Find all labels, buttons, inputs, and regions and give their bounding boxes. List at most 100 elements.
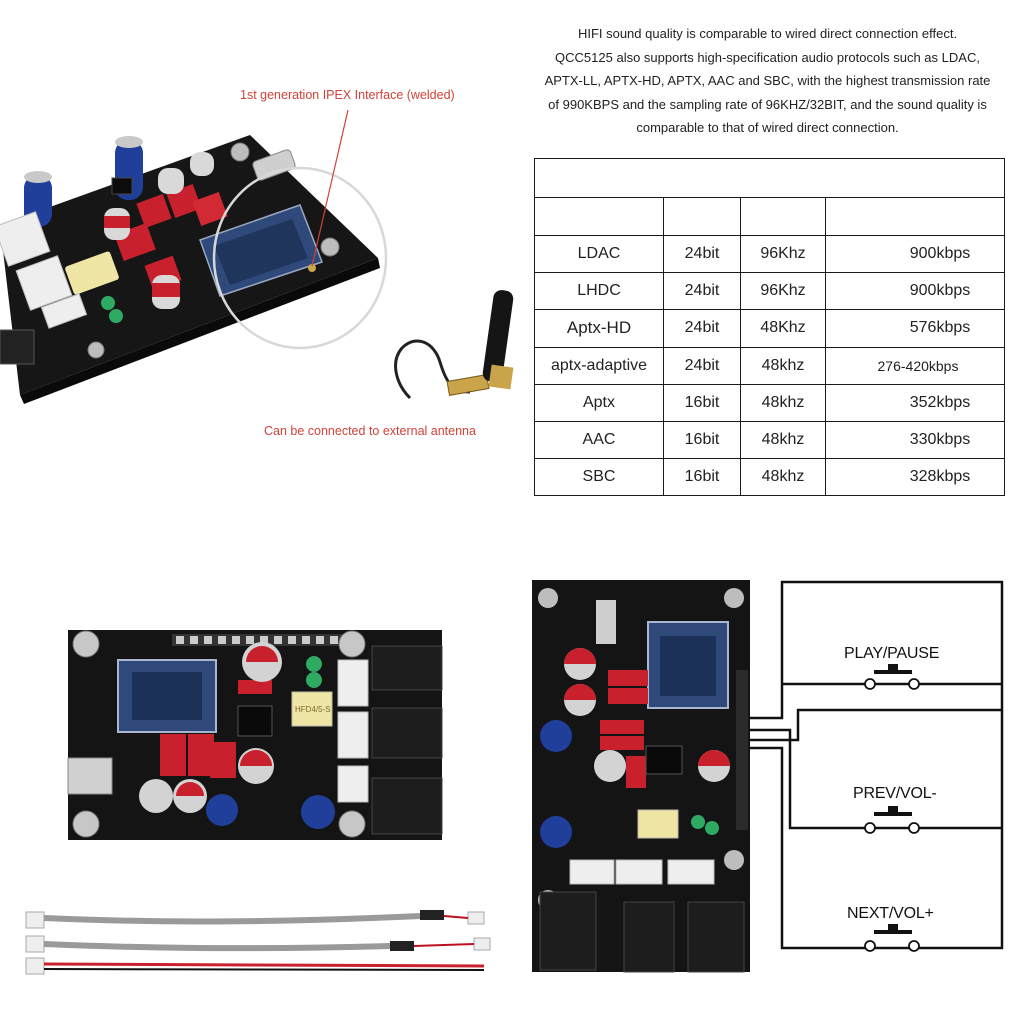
relay bbox=[291, 691, 333, 727]
ic-chip bbox=[237, 705, 273, 737]
film-capacitor bbox=[608, 688, 648, 704]
audio-jack bbox=[371, 707, 443, 759]
bits-cell: 16bit bbox=[663, 457, 741, 497]
bitrate-cell: 276-420kbps bbox=[825, 346, 1005, 385]
pcb-edge bbox=[20, 258, 380, 404]
codec-cell: LDAC bbox=[534, 235, 664, 274]
bitrate-cell: 328kbps bbox=[825, 457, 1005, 497]
white-connector bbox=[615, 859, 663, 885]
mount-screw bbox=[72, 810, 100, 838]
electrolytic-capacitor bbox=[301, 795, 335, 829]
grey-cable bbox=[25, 910, 485, 929]
bitrate-cell: 330kbps bbox=[825, 420, 1005, 459]
film-capacitor bbox=[600, 736, 644, 750]
pcb-board bbox=[0, 135, 378, 395]
codec-cell: AAC bbox=[534, 420, 664, 459]
relay bbox=[65, 251, 119, 295]
description-line: QCC5125 also supports high-specification… bbox=[555, 49, 980, 65]
grey-cable bbox=[25, 935, 491, 953]
white-connector bbox=[40, 293, 88, 329]
table-title-row bbox=[534, 157, 1005, 199]
film-capacitor bbox=[160, 734, 186, 776]
table-row: AAC 16bit 48khz 330kbps bbox=[534, 420, 1005, 459]
ic-chip bbox=[111, 177, 133, 195]
bitrate-cell: 576kbps bbox=[825, 309, 1005, 348]
electrolytic-capacitor bbox=[206, 794, 238, 826]
white-connector bbox=[337, 659, 369, 707]
antenna-icon bbox=[482, 290, 514, 382]
white-connector bbox=[569, 859, 615, 885]
table-header-cell bbox=[825, 197, 1005, 237]
play-pause-label: PLAY/PAUSE bbox=[844, 645, 940, 662]
ic-chip bbox=[645, 745, 683, 775]
mount-hole bbox=[230, 142, 250, 162]
led bbox=[691, 815, 705, 829]
description-text: HIFI sound quality is comparable to wire… bbox=[520, 22, 1015, 140]
bitrate-cell: 900kbps bbox=[825, 272, 1005, 311]
audio-jack bbox=[623, 901, 675, 973]
rate-cell: 48khz bbox=[740, 383, 826, 422]
bits-cell: 24bit bbox=[663, 309, 741, 348]
codec-cell: SBC bbox=[534, 457, 664, 497]
bitrate-cell: 900kbps bbox=[825, 235, 1005, 274]
table-row: Aptx-HD 24bit 48Khz 576kbps bbox=[534, 309, 1005, 348]
table-title-cell bbox=[534, 157, 1005, 199]
table-row: aptx-adaptive 24bit 48khz 276-420kbps bbox=[534, 346, 1005, 385]
mount-hole bbox=[320, 237, 340, 257]
description-line: of 990KBPS and the sampling rate of 96KH… bbox=[548, 96, 987, 112]
codec-cell: LHDC bbox=[534, 272, 664, 311]
electrolytic-capacitor bbox=[594, 750, 626, 782]
red-black-cable bbox=[25, 957, 485, 975]
prev-vol-switch bbox=[864, 806, 920, 834]
antenna-connector bbox=[446, 374, 490, 396]
mount-hole bbox=[724, 588, 744, 608]
table-header-cell bbox=[663, 197, 741, 237]
bits-cell: 24bit bbox=[663, 346, 741, 385]
description-line: HIFI sound quality is comparable to wire… bbox=[577, 26, 958, 41]
table-header-cell bbox=[740, 197, 826, 237]
ipex-connector bbox=[308, 264, 316, 272]
pin-header bbox=[172, 634, 342, 646]
table-row: SBC 16bit 48khz 328kbps bbox=[534, 457, 1005, 497]
bits-cell: 16bit bbox=[663, 383, 741, 422]
codec-table: LDAC 24bit 96Khz 900kbps LHDC 24bit 96Kh… bbox=[534, 157, 1005, 497]
led bbox=[306, 672, 322, 688]
wiring-diagram bbox=[532, 580, 1004, 973]
film-capacitor bbox=[192, 191, 228, 227]
electrolytic-capacitor bbox=[158, 168, 184, 194]
ipex-callout-line bbox=[311, 109, 349, 267]
mount-screw bbox=[338, 630, 366, 658]
film-capacitor bbox=[608, 670, 648, 686]
mount-screw bbox=[72, 630, 100, 658]
white-connector bbox=[337, 711, 369, 759]
white-connector bbox=[15, 255, 73, 311]
prev-vol-label: PREV/VOL- bbox=[853, 785, 937, 802]
film-capacitor bbox=[238, 680, 272, 694]
film-capacitor bbox=[626, 756, 646, 788]
next-vol-switch bbox=[864, 924, 920, 952]
rate-cell: 48khz bbox=[740, 420, 826, 459]
audio-jack bbox=[687, 901, 745, 973]
electrolytic-capacitor bbox=[139, 779, 173, 813]
rate-cell: 48khz bbox=[740, 457, 826, 497]
white-connector bbox=[337, 765, 369, 803]
bits-cell: 24bit bbox=[663, 272, 741, 311]
bitrate-cell: 352kbps bbox=[825, 383, 1005, 422]
rate-cell: 48Khz bbox=[740, 309, 826, 348]
table-row: LHDC 24bit 96Khz 900kbps bbox=[534, 272, 1005, 311]
description-line: APTX-LL, APTX-HD, APTX, AAC and SBC, wit… bbox=[544, 73, 991, 88]
rate-cell: 96Khz bbox=[740, 272, 826, 311]
angled-board-illustration bbox=[0, 109, 514, 404]
electrolytic-capacitor bbox=[540, 816, 572, 848]
description-line: comparable to that of wired direct conne… bbox=[636, 120, 899, 135]
ipex-callout-label: 1st generation IPEX Interface (welded) bbox=[240, 88, 455, 102]
audio-jack bbox=[0, 329, 35, 365]
antenna-callout-label: Can be connected to external antenna bbox=[264, 424, 476, 438]
dc-power-jack bbox=[371, 777, 443, 835]
codec-cell: aptx-adaptive bbox=[534, 346, 664, 385]
usb-c-port bbox=[67, 757, 113, 795]
film-capacitor bbox=[210, 742, 236, 778]
usb-c-port bbox=[596, 600, 616, 644]
film-capacitor bbox=[136, 193, 172, 229]
table-row: LDAC 24bit 96Khz 900kbps bbox=[534, 235, 1005, 274]
